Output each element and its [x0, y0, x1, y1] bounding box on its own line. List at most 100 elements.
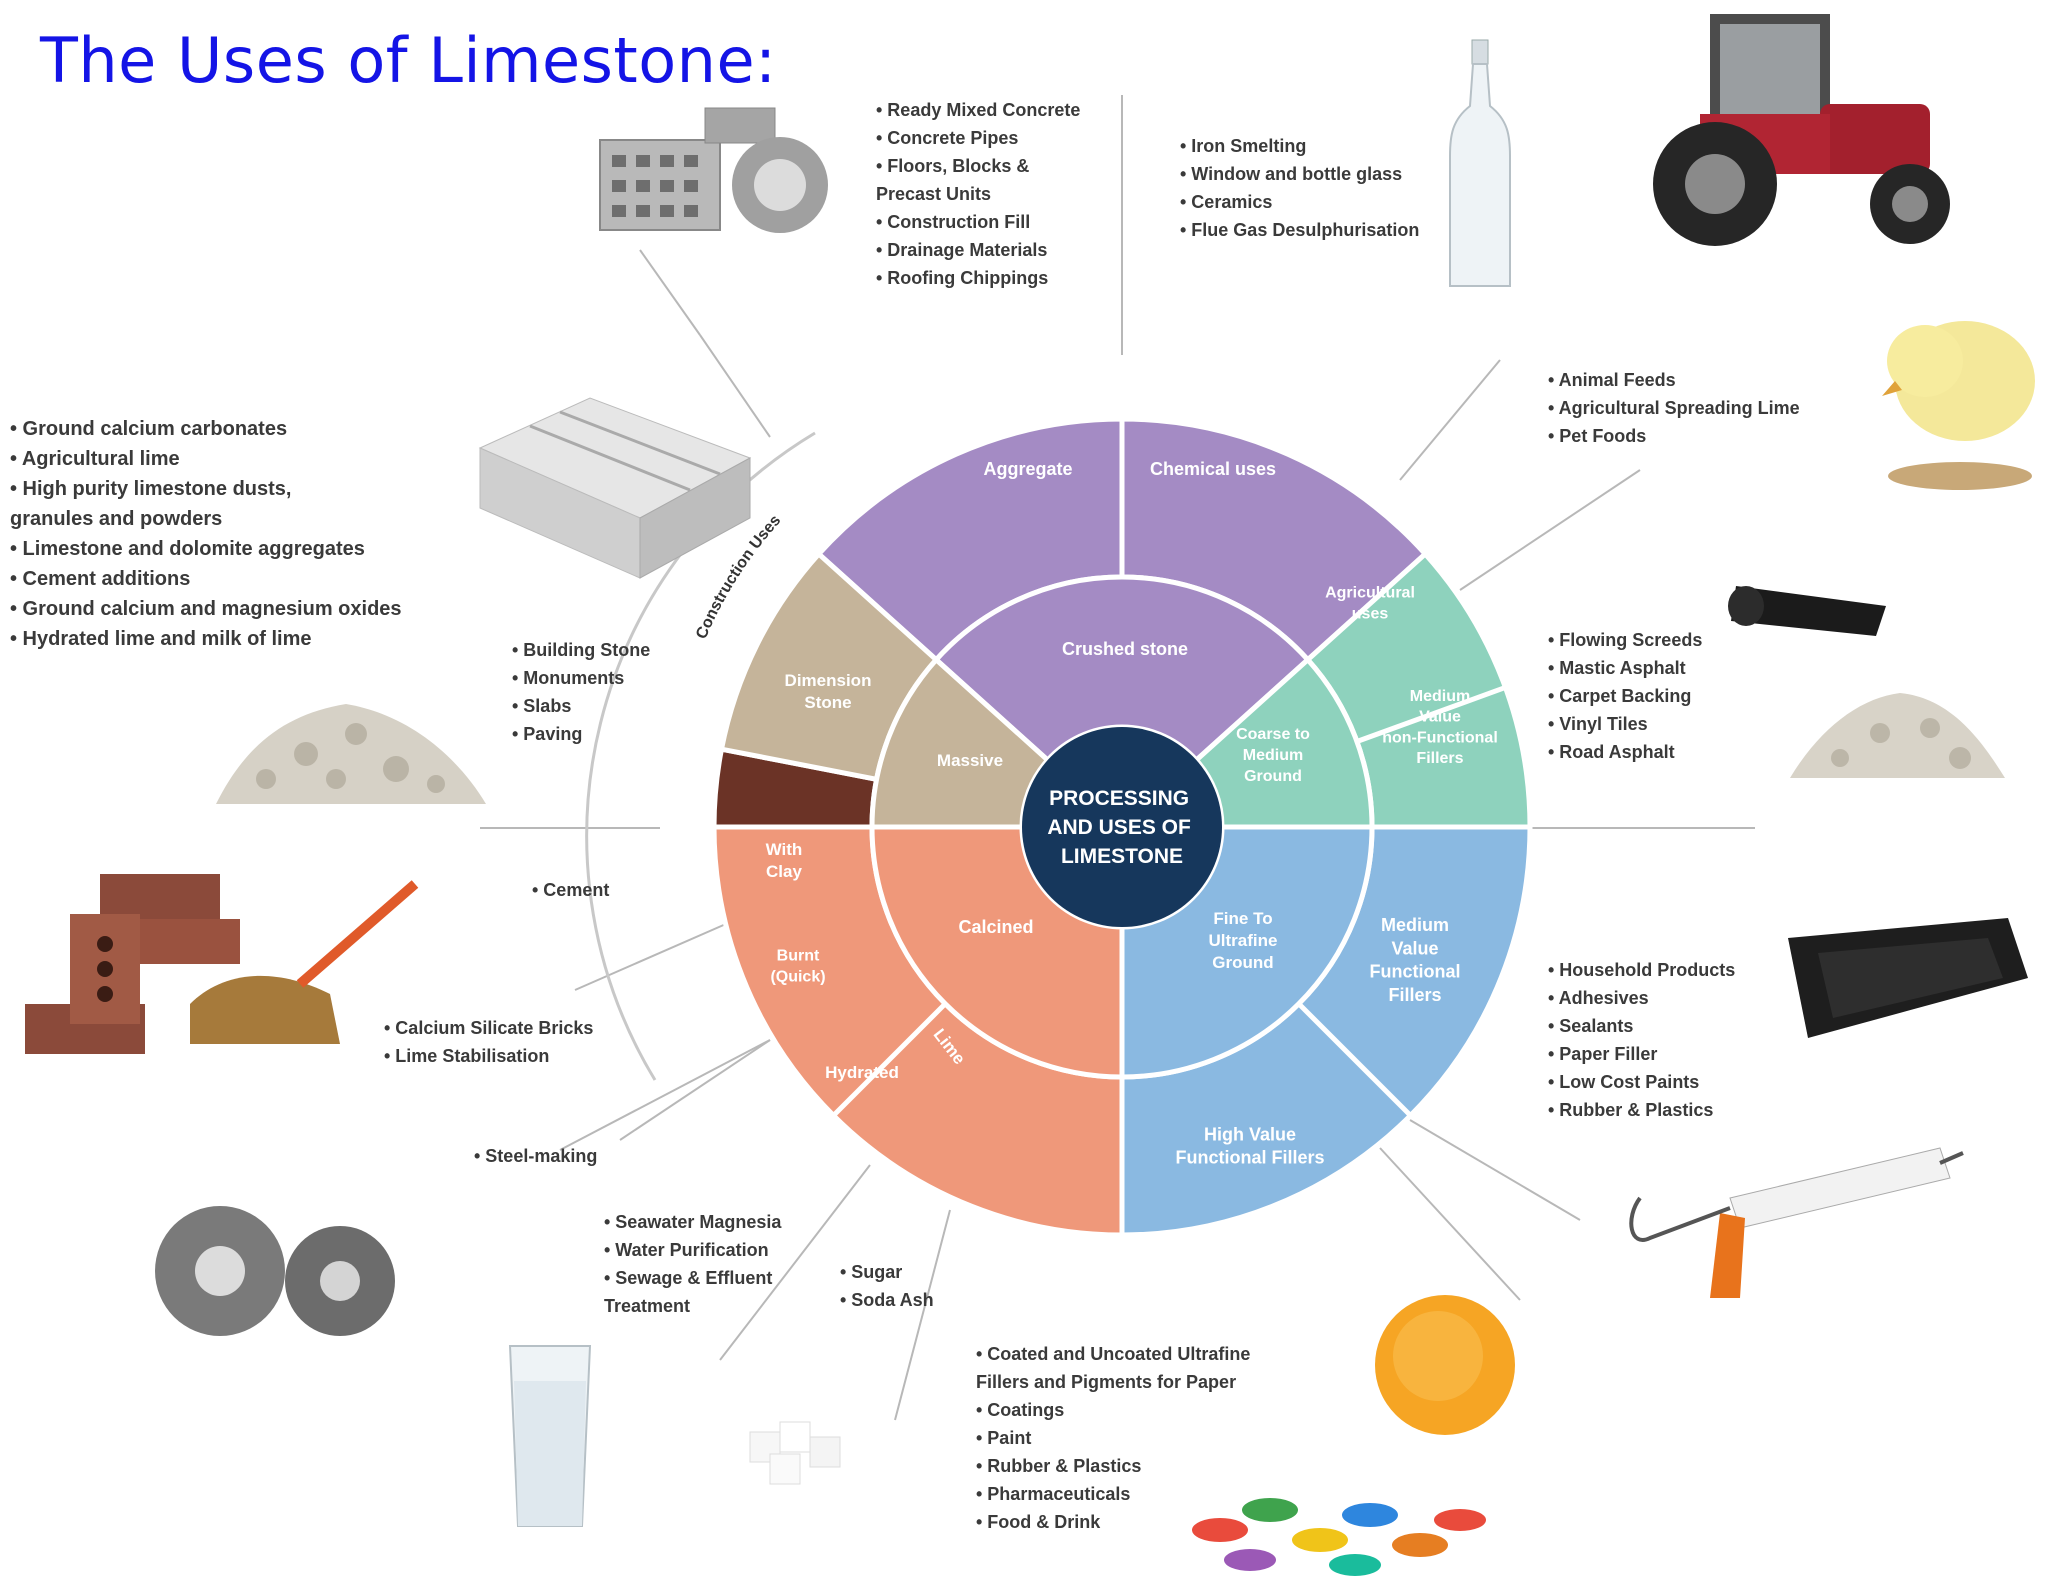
- connector-line: [719, 1164, 871, 1361]
- connector-line: [699, 334, 771, 438]
- list-item: • Hydrated lime and milk of lime: [10, 628, 312, 650]
- list-item: • Vinyl Tiles: [1548, 714, 1648, 734]
- list-item: • Pharmaceuticals: [976, 1484, 1131, 1504]
- center-title: PROCESSING AND USES OF LIMESTONE: [1047, 787, 1196, 868]
- water-uses-list: • Seawater Magnesia• Water Purification•…: [604, 1208, 781, 1320]
- hydrated-label: Hydrated: [825, 1063, 899, 1082]
- list-item: • Construction Fill: [876, 212, 1031, 232]
- water-glass-icon: [508, 1345, 592, 1527]
- list-item: • High purity limestone dusts,: [10, 478, 292, 500]
- functional-filler-uses-list: • Household Products • Adhesives • Sealant…: [1548, 956, 1735, 1124]
- list-item: • Ground calcium carbonates: [10, 418, 288, 440]
- high-value-filler-uses-list: • Coated and Uncoated Ultrafine Fillers …: [976, 1340, 1250, 1536]
- list-item: • Sugar: [840, 1262, 903, 1282]
- bricks-icon: [25, 874, 419, 1054]
- list-item: • Rubber & Plastics: [1548, 1100, 1714, 1120]
- list-item: • Steel-making: [474, 1146, 598, 1166]
- list-item: • Building Stone: [512, 640, 651, 660]
- calcined-label: Calcined: [958, 917, 1033, 937]
- aggregate-uses-list: • Ready Mixed Concrete• Concrete Pipes• …: [876, 96, 1080, 292]
- connector-line: [1399, 359, 1501, 481]
- list-item: • Food & Drink: [976, 1512, 1101, 1532]
- list-item: • Carpet Backing: [1548, 686, 1692, 706]
- list-item: • Cement additions: [10, 568, 191, 590]
- list-item: • Paving: [512, 724, 583, 744]
- list-item: • Drainage Materials: [876, 240, 1048, 260]
- stone-blocks-icon: [478, 397, 752, 579]
- steel-uses-list: • Steel-making: [474, 1142, 597, 1170]
- cement-uses-list: • Cement: [532, 876, 609, 904]
- glass-bottle-icon: [1449, 39, 1511, 287]
- connector-line: [1379, 1147, 1521, 1301]
- ground-products-list: • Ground calcium carbonates • Agricultura…: [10, 414, 402, 654]
- caulk-gun-icon: [1629, 1147, 1964, 1298]
- list-item: • Flue Gas Desulphurisation: [1180, 220, 1420, 240]
- rubber-roll-icon: [1728, 586, 1886, 636]
- dimension-stone-uses-list: • Building Stone • Monuments • Slabs • Pavi…: [512, 636, 650, 748]
- connector-line: [894, 1209, 951, 1421]
- connector-line: [639, 249, 701, 336]
- crushed-stone-label: Crushed stone: [1062, 639, 1188, 659]
- list-item: • Ground calcium and magnesium oxides: [10, 598, 402, 620]
- gravel-icon: [216, 704, 486, 804]
- sugar-uses-list: • Sugar• Soda Ash: [840, 1258, 934, 1314]
- list-item: • Ceramics: [1180, 192, 1273, 212]
- list-item: • Low Cost Paints: [1548, 1072, 1700, 1092]
- center-circle: [1022, 727, 1222, 927]
- aggregate-label: Aggregate: [983, 459, 1072, 479]
- list-item: • Pet Foods: [1548, 426, 1647, 446]
- list-item: • Concrete Pipes: [876, 128, 1019, 148]
- list-item: • Cement: [532, 880, 610, 900]
- list-item: • Monuments: [512, 668, 625, 688]
- concrete-blocks-icon: [599, 107, 828, 233]
- list-item: • Roofing Chippings: [876, 268, 1049, 288]
- gravel-icon-2: [1790, 693, 2005, 778]
- yellow-powder-icon: [1375, 1295, 1515, 1435]
- list-item: • Animal Feeds: [1548, 370, 1676, 390]
- list-item: • Coated and Uncoated Ultrafine: [976, 1344, 1251, 1364]
- list-item: • Slabs: [512, 696, 572, 716]
- list-item: • Mastic Asphalt: [1548, 658, 1686, 678]
- chemical-uses-list: • Iron Smelting • Window and bottle glass…: [1180, 132, 1419, 244]
- burnt-quick-label: Burnt(Quick): [770, 948, 825, 986]
- massive-label: Massive: [937, 751, 1003, 770]
- list-item: Precast Units: [876, 184, 992, 204]
- list-item: • Limestone and dolomite aggregates: [10, 538, 365, 560]
- connector-line: [559, 1039, 771, 1151]
- list-item: • Seawater Magnesia: [604, 1212, 782, 1232]
- steel-coils-icon: [155, 1206, 395, 1336]
- list-item: • Road Asphalt: [1548, 742, 1675, 762]
- connector-line: [574, 919, 736, 991]
- chick-icon: [1882, 321, 2035, 490]
- list-item: • Floors, Blocks &: [876, 156, 1030, 176]
- list-item: • Water Purification: [604, 1240, 769, 1260]
- bricks-uses-list: • Calcium Silicate Bricks• Lime Stabilis…: [384, 1014, 593, 1070]
- list-item: • Window and bottle glass: [1180, 164, 1403, 184]
- list-item: Treatment: [604, 1296, 691, 1316]
- list-item: • Paper Filler: [1548, 1044, 1658, 1064]
- list-item: • Agricultural Spreading Lime: [1548, 398, 1800, 418]
- connector-line: [619, 1039, 771, 1141]
- segment-divider: [1297, 1002, 1413, 1118]
- list-item: • Household Products: [1548, 960, 1736, 980]
- list-item: • Adhesives: [1548, 988, 1649, 1008]
- page-title: The Uses of Limestone:: [40, 24, 777, 97]
- list-item: • Paint: [976, 1428, 1032, 1448]
- segment-divider: [831, 1002, 947, 1118]
- list-item: • Sealants: [1548, 1016, 1634, 1036]
- list-item: granules and powders: [10, 508, 223, 530]
- pills-icon: [1192, 1498, 1486, 1576]
- list-item: • Agricultural lime: [10, 448, 180, 470]
- segment-divider: [1356, 685, 1507, 744]
- list-item: Fillers and Pigments for Paper: [976, 1372, 1237, 1392]
- connector-line: [1459, 469, 1641, 591]
- list-item: • Flowing Screeds: [1548, 630, 1703, 650]
- list-item: • Iron Smelting: [1180, 136, 1307, 156]
